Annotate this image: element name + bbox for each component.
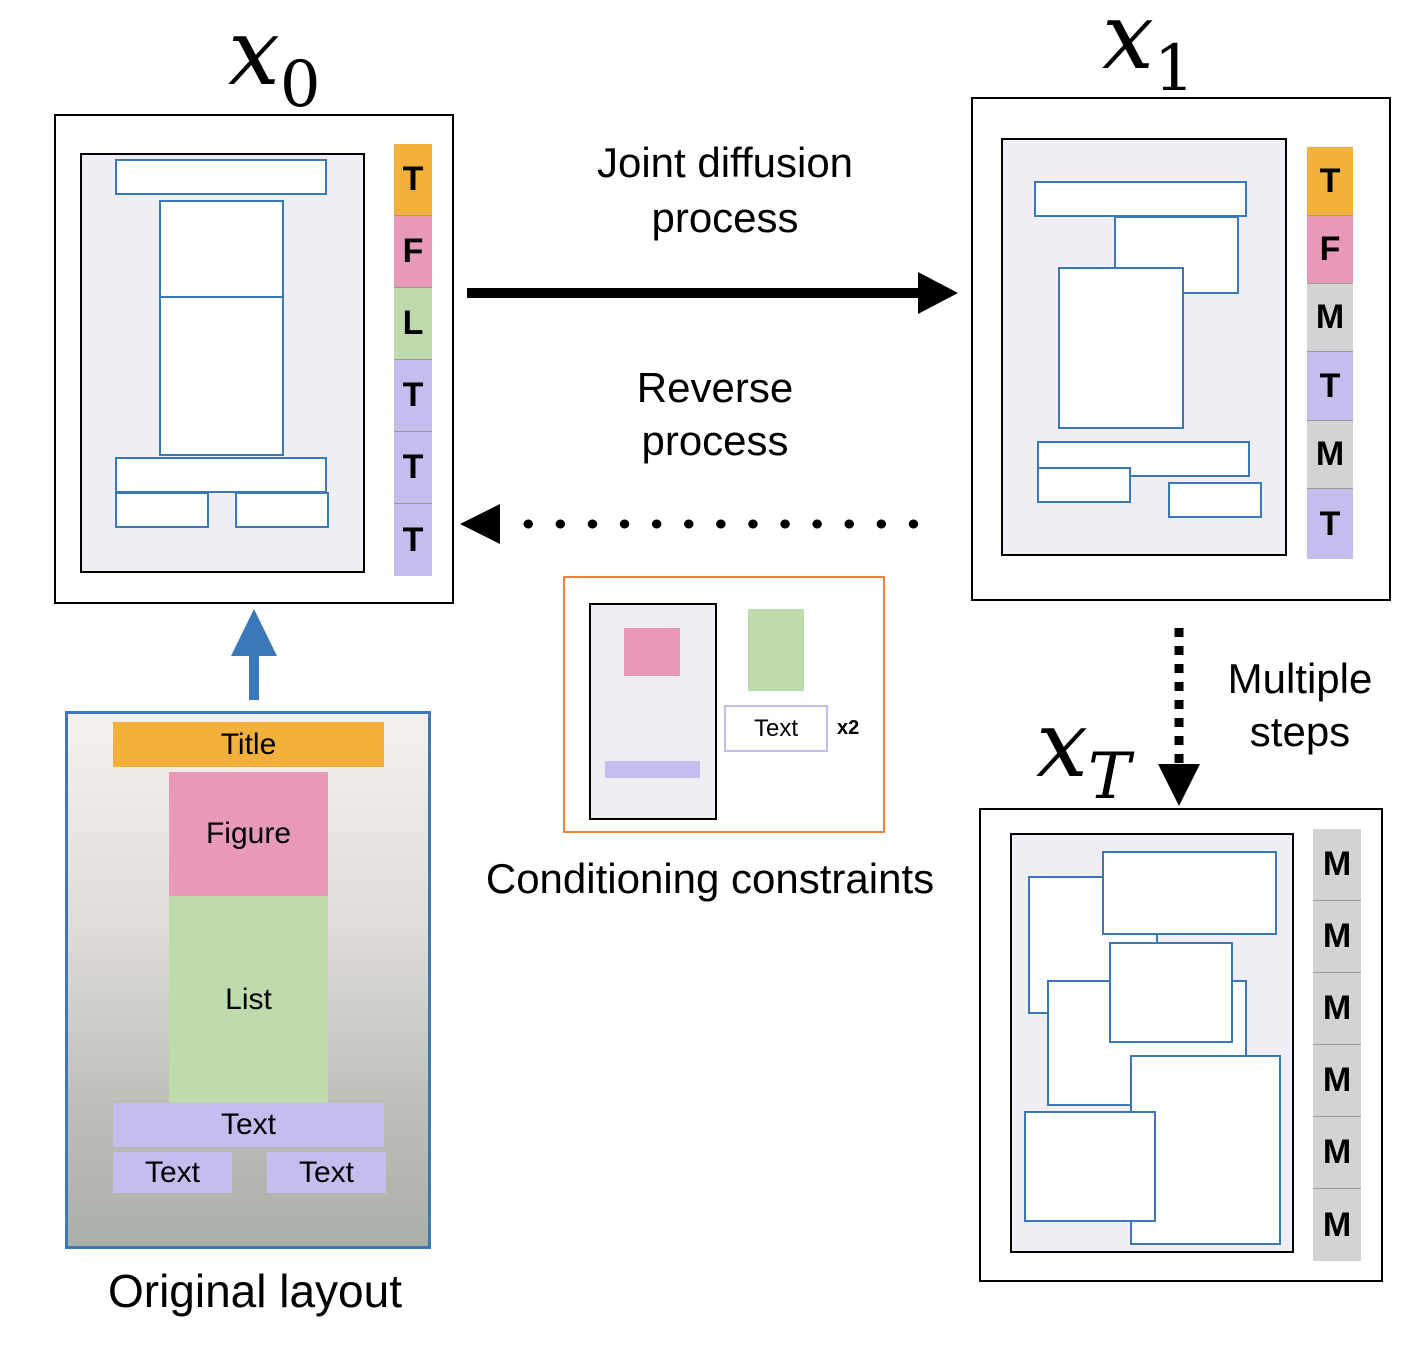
forward-label-line-1: Joint diffusion xyxy=(596,139,854,186)
x1-sub: 1 xyxy=(1153,32,1195,106)
x1-box-5 xyxy=(1037,467,1131,503)
x1-label: x1 xyxy=(1102,0,1195,106)
xT-page xyxy=(1010,833,1294,1253)
xT-label: xT xyxy=(1036,690,1131,814)
original-text-left-block: Text xyxy=(113,1152,232,1193)
x0-box-title xyxy=(115,159,327,195)
x0-sub: 0 xyxy=(279,48,321,122)
x1-token-0: T xyxy=(1307,147,1353,216)
multiple-steps-label: Multiple steps xyxy=(1205,653,1395,758)
steps-label-line-1: Multiple xyxy=(1227,655,1373,702)
xT-token-column: M M M M M M xyxy=(1313,829,1361,1261)
conditioning-text-box: Text xyxy=(724,705,828,752)
x0-token-2: L xyxy=(394,288,432,360)
conditioning-panel: Text x2 xyxy=(563,576,885,833)
x0-token-4: T xyxy=(394,432,432,504)
conditioning-caption: Conditioning constraints xyxy=(485,855,935,902)
x1-token-3: T xyxy=(1307,352,1353,421)
original-text-right-block: Text xyxy=(267,1152,386,1193)
x1-page xyxy=(1001,138,1287,556)
x1-box-6 xyxy=(1168,482,1262,518)
original-figure-block: Figure xyxy=(169,772,328,896)
x0-panel: T F L T T T xyxy=(54,114,454,604)
reverse-label-line-1: Reverse xyxy=(636,364,794,411)
x1-token-column: T F M T M T xyxy=(1307,147,1353,559)
original-title-block: Title xyxy=(113,722,384,767)
xT-token-3: M xyxy=(1313,1045,1361,1117)
conditioning-text-bar xyxy=(605,761,700,778)
x0-box-text-left xyxy=(115,492,209,528)
original-layout-panel: Title Figure List Text Text Text xyxy=(65,711,431,1249)
reverse-process-label: Reverse process xyxy=(560,362,870,467)
xT-sub: T xyxy=(1087,740,1131,814)
x0-token-5: T xyxy=(394,504,432,576)
xT-panel: M M M M M M xyxy=(979,808,1383,1282)
xT-token-0: M xyxy=(1313,829,1361,901)
x0-token-0: T xyxy=(394,144,432,216)
x0-var: x xyxy=(228,0,280,106)
x0-label: x0 xyxy=(228,0,321,122)
original-text-full-block: Text xyxy=(113,1103,384,1147)
xT-box-6 xyxy=(1024,1111,1156,1222)
xT-token-4: M xyxy=(1313,1117,1361,1189)
x1-token-2: M xyxy=(1307,284,1353,352)
x0-box-text-full xyxy=(115,457,327,493)
xT-token-2: M xyxy=(1313,973,1361,1045)
x0-token-column: T F L T T T xyxy=(394,144,432,576)
x0-token-1: F xyxy=(394,216,432,288)
x0-box-text-right xyxy=(235,492,329,528)
x0-page xyxy=(80,153,365,573)
original-list-block: List xyxy=(169,896,328,1103)
x1-panel: T F M T M T xyxy=(971,97,1391,601)
x0-box-list xyxy=(159,296,284,456)
x1-var: x xyxy=(1102,0,1154,90)
steps-label-line-2: steps xyxy=(1249,707,1351,755)
original-layout-caption: Original layout xyxy=(107,1265,403,1317)
conditioning-figure-block xyxy=(624,628,680,676)
conditioning-page xyxy=(589,603,717,820)
xT-box-4 xyxy=(1109,942,1233,1043)
xT-token-5: M xyxy=(1313,1189,1361,1261)
conditioning-multiplier: x2 xyxy=(837,717,860,739)
xT-token-1: M xyxy=(1313,901,1361,973)
forward-label-line-2: process xyxy=(651,193,799,241)
x1-token-4: M xyxy=(1307,421,1353,489)
xT-box-2 xyxy=(1102,851,1277,935)
xT-var: x xyxy=(1036,691,1088,798)
x1-token-1: F xyxy=(1307,216,1353,284)
reverse-label-line-2: process xyxy=(641,416,789,464)
conditioning-list-block xyxy=(748,609,804,691)
x1-box-2 xyxy=(1034,181,1247,217)
forward-process-label: Joint diffusion process xyxy=(540,136,910,245)
x1-token-5: T xyxy=(1307,489,1353,559)
x1-box-3 xyxy=(1058,267,1184,429)
x0-token-3: T xyxy=(394,360,432,432)
